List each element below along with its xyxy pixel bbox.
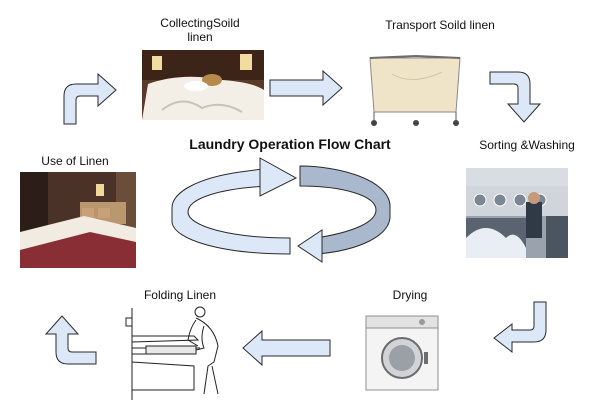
arrow-drying-to-folding	[242, 329, 331, 367]
arrow-folding-to-use	[44, 315, 97, 365]
sorting-label: Sorting &Washing	[479, 138, 575, 152]
collecting-label-line1: CollectingSoild	[160, 16, 240, 30]
arrow-collecting-to-transport	[269, 69, 343, 107]
drying-photo	[362, 314, 444, 394]
arrow-transport-to-sorting	[489, 71, 542, 123]
collecting-label-line2: linen	[187, 30, 213, 44]
use-label: Use of Linen	[41, 154, 109, 168]
folding-label: Folding Linen	[143, 288, 217, 302]
collecting-photo	[142, 50, 264, 120]
collecting-label: CollectingSoild linen	[140, 16, 260, 44]
chart-title: Laundry Operation Flow Chart	[189, 136, 391, 152]
transport-photo	[362, 46, 468, 128]
cycle-icon	[171, 157, 391, 263]
use-photo	[20, 172, 136, 268]
arrow-use-to-collecting	[63, 72, 117, 125]
arrow-sorting-to-drying	[493, 301, 547, 354]
sorting-photo	[466, 168, 568, 258]
transport-label: Transport Soild linen	[385, 18, 495, 32]
drying-label: Drying	[392, 288, 428, 302]
folding-photo	[124, 306, 234, 400]
